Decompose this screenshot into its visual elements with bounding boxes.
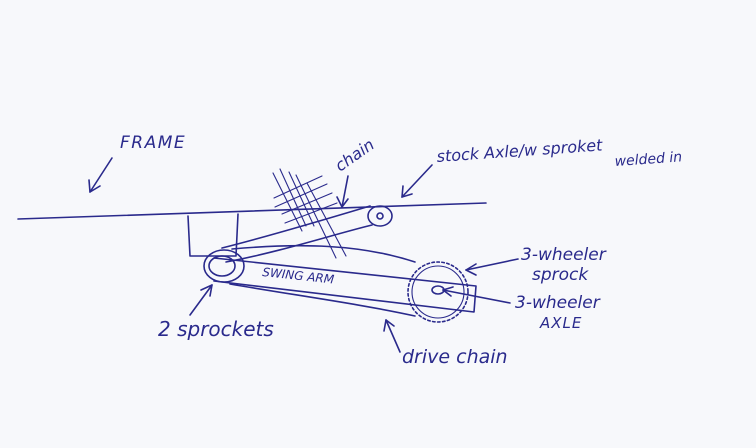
wheeler-sprock-label-line2: sprock [532,265,589,285]
swing-arm [213,257,477,313]
upper-chain [221,205,371,249]
front-sprocket-inner [208,255,236,277]
lower-chain [225,224,373,263]
wheeler-axle-label-line2: AXLE [539,314,582,332]
stock-axle-label-line1: stock Axle/w sproket [436,135,604,166]
frame-bracket [187,213,239,257]
drive-chain-label: drive chain [402,346,508,368]
stock-axle-label-line2: welded in [614,149,683,170]
wheeler-sprocket [407,261,469,323]
stock-axle-hub [376,212,384,220]
swing-arm-label: SWING ARM [262,265,336,287]
wheeler-sprock-label-line1: 3-wheeler [521,245,607,265]
stock-axle-sprocket [367,205,393,227]
drive-chain-top [231,244,416,263]
chain-label: chain [331,135,377,175]
frame-label: FRAME [120,133,186,153]
frame-rail [17,202,487,220]
drive-chain-bottom [229,283,416,317]
crosshatch [272,168,347,259]
wheeler-axle-label-line1: 3-wheeler [515,293,601,313]
front-sprocket-outer [203,249,245,283]
leader-arrows [88,157,519,353]
two-sprockets-label: 2 sprockets [158,317,274,341]
wheeler-sprocket-rim [411,265,465,319]
